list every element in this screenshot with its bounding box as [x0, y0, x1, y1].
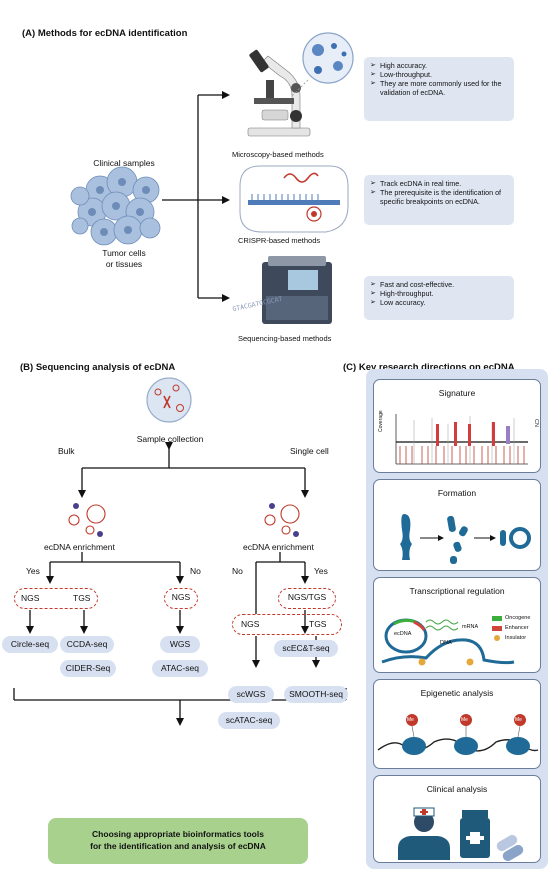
- yes-label-left: Yes: [26, 566, 40, 576]
- note-item: High-throughput.: [370, 289, 508, 298]
- legend-insulator: Insulator: [505, 635, 527, 641]
- transcriptional-card: Transcriptional regulation ecDNA DNA mRN…: [373, 577, 541, 673]
- bulk-label: Bulk: [58, 446, 75, 456]
- methyl-label: Me: [461, 717, 468, 723]
- ngs-tgs-group-lower: NGS TGS: [232, 614, 342, 635]
- note-item: High accuracy.: [370, 61, 508, 70]
- legend-oncogene: Oncogene: [505, 615, 531, 621]
- enrichment-left-icon: [68, 504, 106, 535]
- cider-seq-pill: CIDER-Seq: [60, 660, 116, 677]
- sequencing-notes-box: Fast and cost-effective. High-throughput…: [364, 276, 514, 320]
- ngs-label: NGS: [241, 619, 260, 629]
- conclusion-line-1: Choosing appropriate bioinformatics tool…: [92, 829, 264, 839]
- note-item: Fast and cost-effective.: [370, 280, 508, 289]
- microscopy-method-label: Microscopy-based methods: [232, 150, 324, 159]
- transcriptional-title: Transcriptional regulation: [409, 586, 505, 596]
- clinical-illustration: [398, 807, 524, 861]
- conclusion-line-2: for the identification and analysis of e…: [90, 841, 266, 851]
- panel-b-heading: (B) Sequencing analysis of ecDNA: [20, 362, 176, 373]
- sample-dish-icon: [146, 377, 192, 423]
- microscopy-notes-box: High accuracy. Low-throughput. They are …: [364, 57, 514, 121]
- legend-enhancer: Enhancer: [505, 625, 529, 631]
- signature-card: Signature Coverage CN: [373, 379, 541, 473]
- formation-title: Formation: [437, 488, 477, 498]
- tumor-label-line-2: or tissues: [105, 259, 143, 269]
- single-cell-label: Single cell: [290, 446, 329, 456]
- magnifier-cells-icon: [291, 32, 354, 97]
- no-label-right: No: [232, 566, 243, 576]
- ecdna-small-label: ecDNA: [394, 631, 412, 637]
- note-item: Low accuracy.: [370, 298, 508, 307]
- cn-axis-label: CN: [532, 419, 539, 427]
- methyl-label: Me: [515, 717, 522, 723]
- scect-seq-pill: scEC&T-seq: [274, 640, 338, 657]
- scwgs-pill: scWGS: [228, 686, 274, 703]
- note-item: The prerequisite is the identification o…: [370, 188, 508, 206]
- clinical-card: Clinical analysis: [373, 775, 541, 863]
- circle-seq-pill: Circle-seq: [2, 636, 58, 653]
- scatac-seq-pill: scATAC-seq: [218, 712, 280, 729]
- coverage-axis-label: Coverage: [378, 410, 384, 432]
- note-item: Low-throughput.: [370, 70, 508, 79]
- sequencer-icon: [262, 256, 332, 324]
- transcription-illustration: [381, 616, 515, 666]
- tumor-label-line-1: Tumor cells: [102, 248, 146, 258]
- ngs-label: NGS: [171, 592, 191, 602]
- note-item: Track ecDNA in real time.: [370, 179, 508, 188]
- clinical-samples-label: Clinical samples: [93, 158, 155, 168]
- nucleosome-illustration: [377, 714, 539, 755]
- microscope-icon: [247, 49, 311, 137]
- crispr-icon: [239, 165, 349, 233]
- ngs-tgs-label: NGS/TGS: [287, 592, 327, 602]
- sample-collection-label: Sample collection: [136, 434, 204, 444]
- ngs-tgs-group-left: NGS TGS: [14, 588, 98, 609]
- no-label-left: No: [190, 566, 201, 576]
- smooth-seq-pill: SMOOTH-seq: [284, 686, 348, 703]
- tgs-label: TGS: [73, 593, 91, 603]
- formation-illustration: [400, 514, 531, 564]
- ecdna-enrichment-right: ecDNA enrichment: [243, 542, 314, 552]
- note-item: They are more commonly used for the vali…: [370, 79, 508, 97]
- ngs-tgs-group-right: NGS/TGS: [278, 588, 336, 609]
- ecdna-enrichment-left: ecDNA enrichment: [44, 542, 115, 552]
- methyl-label: Me: [407, 717, 414, 723]
- epigenetic-card: Epigenetic analysis Me Me Me: [373, 679, 541, 769]
- crispr-method-label: CRISPR-based methods: [238, 236, 321, 245]
- dna-small-label: DNA: [440, 640, 452, 646]
- crispr-notes-box: Track ecDNA in real time. The prerequisi…: [364, 175, 514, 225]
- signature-title: Signature: [438, 388, 476, 398]
- tgs-label: TGS: [309, 619, 327, 629]
- mrna-small-label: mRNA: [462, 624, 479, 630]
- yes-label-right: Yes: [314, 566, 328, 576]
- formation-card: Formation: [373, 479, 541, 571]
- ngs-group-middle: NGS: [164, 588, 198, 609]
- clinical-title: Clinical analysis: [426, 784, 488, 794]
- ccda-seq-pill: CCDA-seq: [60, 636, 114, 653]
- panel-c-heading: (C) Key research directions on ecDNA: [343, 362, 515, 373]
- coverage-plot: [395, 414, 528, 465]
- atac-seq-pill: ATAC-seq: [152, 660, 208, 677]
- conclusion-box: Choosing appropriate bioinformatics tool…: [48, 818, 308, 864]
- panel-a-heading: (A) Methods for ecDNA identification: [22, 28, 188, 39]
- wgs-pill: WGS: [160, 636, 200, 653]
- epigenetic-title: Epigenetic analysis: [420, 688, 494, 698]
- panel-c-container: Signature Coverage CN: [366, 369, 548, 869]
- enrichment-right-icon: [264, 504, 300, 535]
- ngs-label: NGS: [21, 593, 40, 603]
- sequencing-method-label: Sequencing-based methods: [238, 334, 332, 343]
